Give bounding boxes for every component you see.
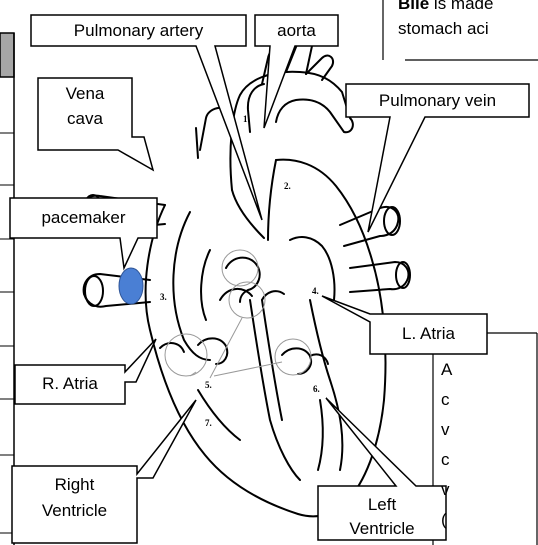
diagram-number-3: 3. bbox=[160, 292, 167, 302]
label-pulmonary-artery: Pulmonary artery bbox=[31, 20, 246, 41]
mitral-valve bbox=[282, 348, 311, 374]
callout-r-atria bbox=[15, 339, 156, 404]
right-margin-letter: v bbox=[441, 478, 450, 502]
diagram-number-2: 2. bbox=[284, 181, 291, 191]
right-ventricle-wall bbox=[198, 390, 240, 440]
right-atrium-wall bbox=[173, 212, 210, 360]
left-ventricle-wall bbox=[318, 400, 323, 470]
diagram-number-4: 4. bbox=[312, 286, 319, 296]
label-l-atria: L. Atria bbox=[370, 323, 487, 344]
label-vena-cava-line2: cava bbox=[38, 108, 132, 129]
table-header-cell bbox=[0, 33, 14, 77]
valve-reference-circles bbox=[165, 250, 311, 378]
snippet-line-1-rest: is made bbox=[429, 0, 493, 13]
label-left-ventricle-line1: Left bbox=[318, 494, 446, 515]
label-vena-cava-line1: Vena bbox=[38, 83, 132, 104]
snippet-line-1: Bile is made bbox=[398, 0, 493, 16]
right-margin-letter: c bbox=[441, 448, 450, 472]
label-left-ventricle-line2: Ventricle bbox=[318, 518, 446, 539]
label-right-ventricle-line1: Right bbox=[12, 474, 137, 495]
diagram-number-5: 5. bbox=[205, 380, 212, 390]
diagram-number-7: 7. bbox=[205, 418, 212, 428]
pacemaker-node bbox=[119, 268, 143, 304]
label-right-ventricle-line2: Ventricle bbox=[12, 500, 137, 521]
pulmonary-valve bbox=[226, 258, 260, 302]
label-aorta: aorta bbox=[255, 20, 338, 41]
label-r-atria: R. Atria bbox=[15, 373, 125, 394]
label-pulmonary-vein: Pulmonary vein bbox=[346, 90, 529, 111]
right-margin-letter: ( bbox=[441, 508, 447, 532]
label-pacemaker: pacemaker bbox=[10, 207, 157, 228]
right-margin-letter: v bbox=[441, 418, 450, 442]
snippet-line-2: stomach aci bbox=[398, 17, 489, 41]
right-margin-letter: A bbox=[441, 358, 452, 382]
diagram-number-1: 1. bbox=[243, 114, 250, 124]
snippet-bold-word: Bile bbox=[398, 0, 429, 13]
diagram-number-6: 6. bbox=[313, 384, 320, 394]
callout-right-ventricle bbox=[12, 400, 196, 543]
septum bbox=[250, 300, 300, 480]
heart-body-outline bbox=[146, 160, 386, 517]
right-margin-letter: c bbox=[441, 388, 450, 412]
